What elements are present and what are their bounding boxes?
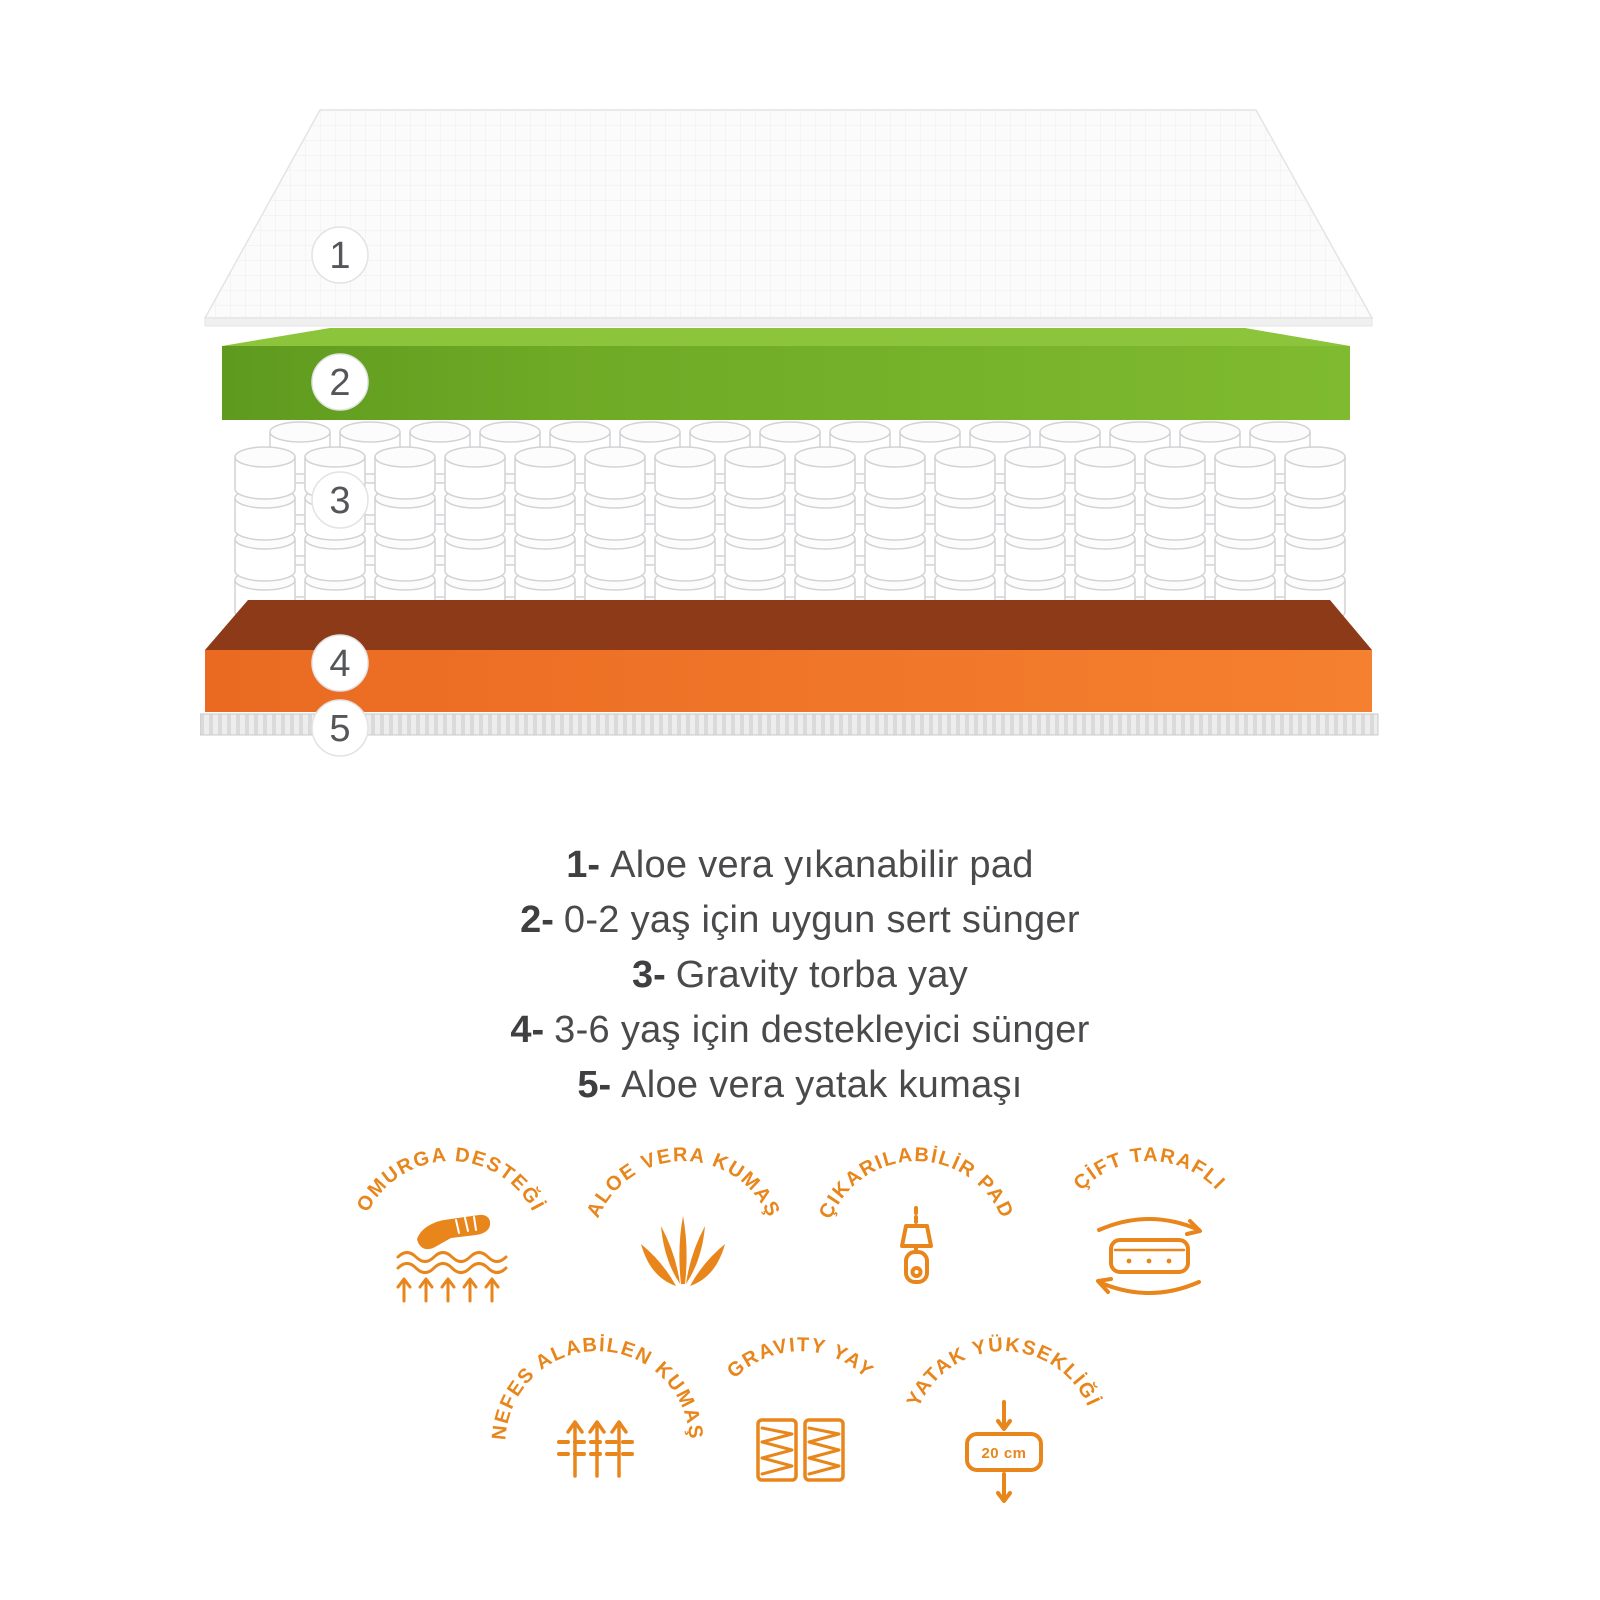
- gravity-spring-icon: [755, 1418, 845, 1482]
- layer-2-badge: 2: [311, 353, 369, 411]
- legend-item-number: 4-: [510, 1009, 545, 1051]
- feature-badges-row-2: NEFES ALABİLEN KUMAŞ GRAVITY YAY: [0, 1318, 1600, 1543]
- layer-number-badges: 1 2 3 4 5: [311, 226, 369, 757]
- feature-label: GRAVITY YAY: [723, 1334, 878, 1383]
- breathable-fabric-icon: [556, 1420, 638, 1478]
- layer-3-badge: 3: [311, 471, 369, 529]
- layer-4-badge: 4: [311, 634, 369, 692]
- layer-3-number: 3: [329, 480, 350, 522]
- legend-item-text: Aloe vera yatak kumaşı: [621, 1064, 1023, 1106]
- layer-2-foam: [222, 328, 1350, 420]
- zipper-icon: [900, 1206, 933, 1284]
- layer-5-number: 5: [329, 708, 350, 750]
- feature-badge-mattress-height: YATAK YÜKSEKLİĞİ 20 cm: [902, 1333, 1104, 1503]
- feature-badges-row-1: OMURGA DESTEĞİ ALOE VERA KUMAŞ: [0, 1128, 1600, 1353]
- layer-5-fabric: [200, 713, 1379, 736]
- feature-badge-spine-support: OMURGA DESTEĞİ: [353, 1144, 550, 1303]
- legend-item: 1-Aloe vera yıkanabilir pad: [0, 838, 1600, 893]
- layer-4-number: 4: [329, 643, 350, 685]
- layer-2-number: 2: [329, 362, 350, 404]
- legend-item-number: 5-: [577, 1064, 612, 1106]
- feature-badge-breathable-fabric: NEFES ALABİLEN KUMAŞ: [488, 1333, 705, 1478]
- feature-badge-gravity-spring: GRAVITY YAY: [723, 1334, 878, 1482]
- legend-item: 2-0-2 yaş için uygun sert sünger: [0, 893, 1600, 948]
- layer-4-foam: [205, 600, 1372, 712]
- layer-1-badge: 1: [311, 226, 369, 284]
- layer-5-badge: 5: [311, 699, 369, 757]
- layer-legend: 1-Aloe vera yıkanabilir pad 2-0-2 yaş iç…: [0, 838, 1600, 1113]
- mattress-height-icon: 20 cm: [964, 1400, 1043, 1503]
- mattress-diagram: 1 2 3 4 5: [200, 109, 1379, 757]
- aloe-vera-icon: [641, 1216, 725, 1286]
- legend-item-text: Gravity torba yay: [675, 954, 969, 996]
- feature-badge-double-sided: ÇİFT TARAFLI: [1070, 1144, 1230, 1295]
- feature-label: YATAK YÜKSEKLİĞİ: [902, 1333, 1104, 1410]
- layer-1-pad: [203, 109, 1374, 327]
- legend-item-number: 2-: [520, 899, 554, 941]
- legend-item: 4-3-6 yaş için destekleyici sünger: [0, 1003, 1600, 1058]
- feature-label: ÇİFT TARAFLI: [1070, 1144, 1230, 1195]
- spine-support-icon: [396, 1214, 508, 1303]
- mattress-height-value: 20 cm: [981, 1445, 1026, 1462]
- legend-item-number: 3-: [631, 954, 666, 996]
- feature-label: OMURGA DESTEĞİ: [353, 1144, 550, 1216]
- feature-badge-removable-pad: ÇIKARILABİLİR PAD: [815, 1144, 1016, 1284]
- double-sided-icon: [1096, 1217, 1202, 1295]
- legend-item-text: Aloe vera yıkanabilir pad: [610, 844, 1034, 886]
- legend-item-text: 3-6 yaş için destekleyici sünger: [554, 1009, 1090, 1051]
- legend-item: 5-Aloe vera yatak kumaşı: [0, 1058, 1600, 1113]
- feature-badge-aloe-vera: ALOE VERA KUMAŞ: [583, 1144, 785, 1286]
- layer-1-number: 1: [329, 235, 350, 277]
- legend-item-number: 1-: [566, 844, 601, 886]
- legend-item-text: 0-2 yaş için uygun sert sünger: [563, 899, 1080, 941]
- feature-label: ALOE VERA KUMAŞ: [583, 1144, 785, 1221]
- legend-item: 3-Gravity torba yay: [0, 948, 1600, 1003]
